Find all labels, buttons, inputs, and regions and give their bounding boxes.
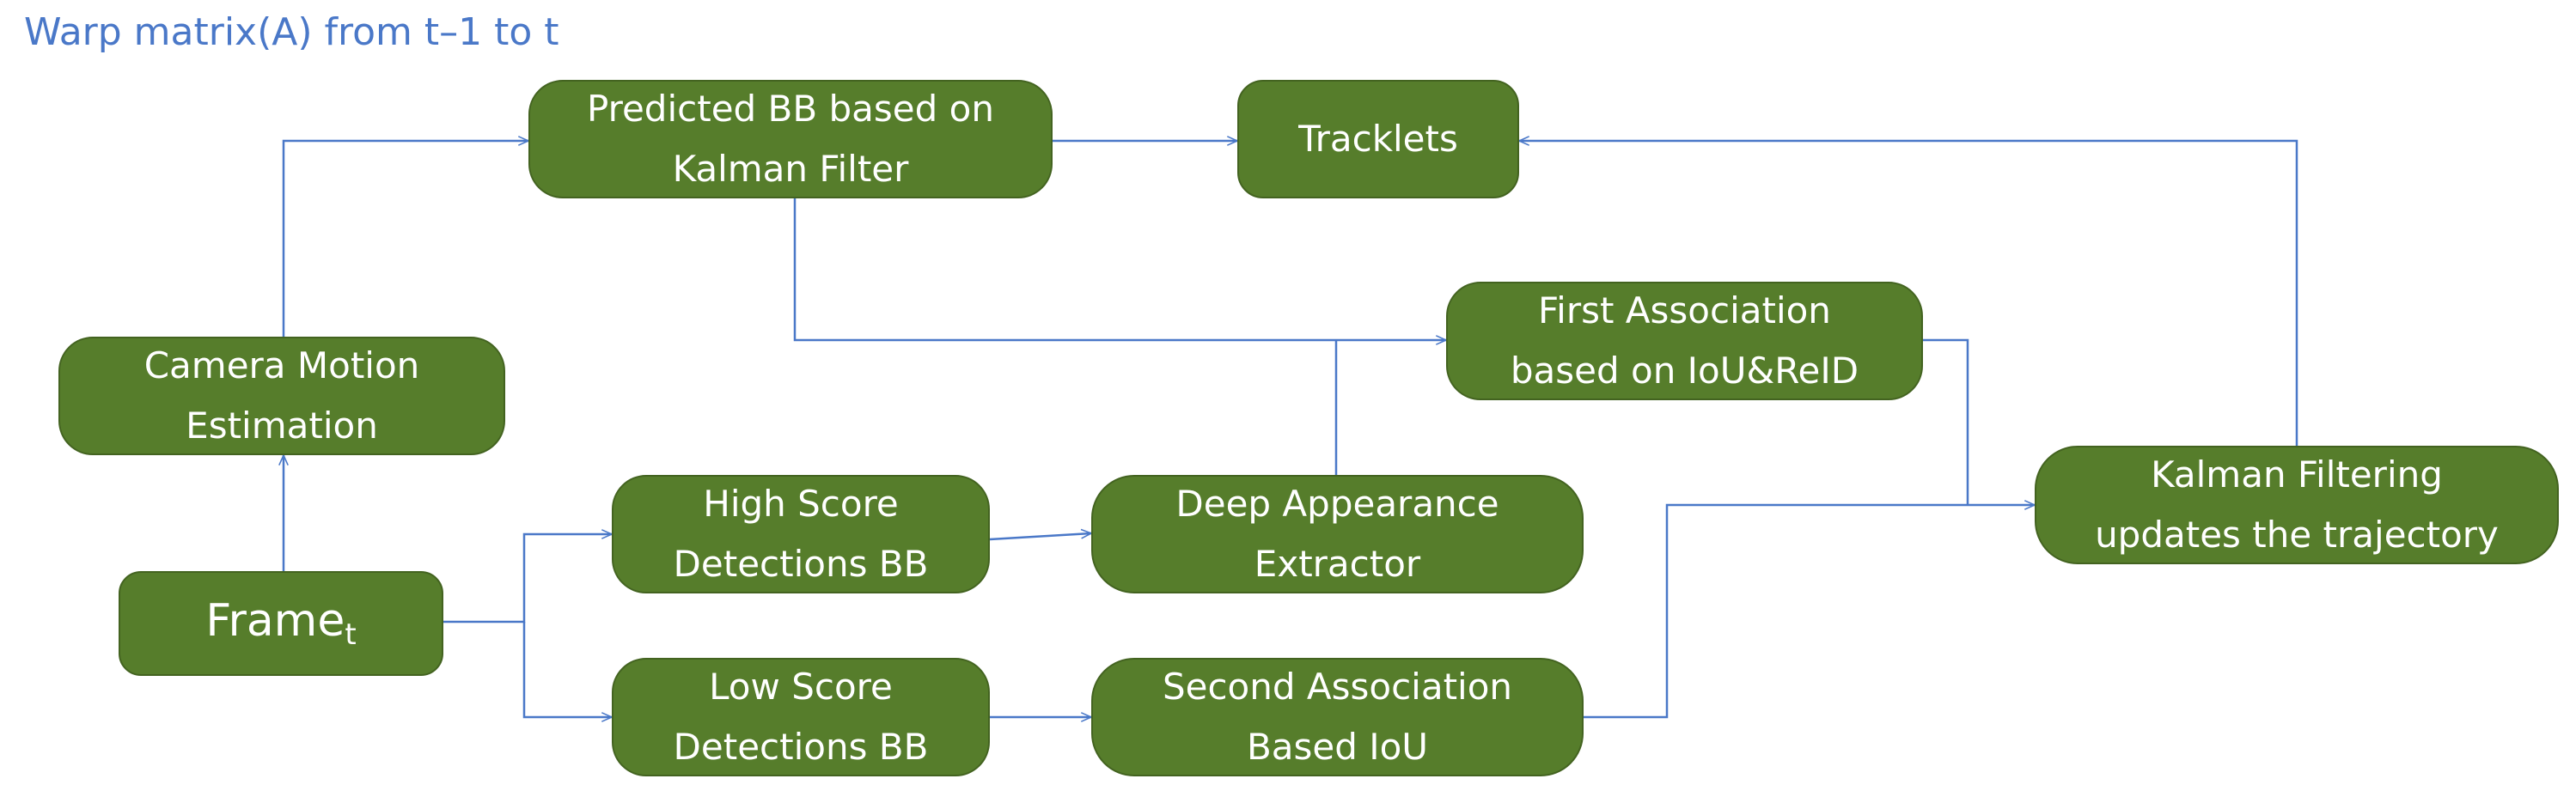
arrow-frame-to-high-score <box>443 534 612 624</box>
arrow-high-score-to-deep-appearance <box>989 533 1091 541</box>
line-first-association-to-kalman <box>1923 338 1969 505</box>
first-association-node: First Association based on IoU&ReID <box>1446 282 1923 400</box>
deep-appearance-extractor-node: Deep Appearance Extractor <box>1091 475 1584 593</box>
camera-motion-estimation-node: Camera Motion Estimation <box>58 337 505 455</box>
node-label: Tracklets <box>1298 118 1458 160</box>
arrow-frame-to-low-score <box>522 622 612 717</box>
node-label: Detections BB <box>673 726 929 768</box>
high-score-detections-node: High Score Detections BB <box>612 475 990 593</box>
node-label: Estimation <box>186 405 378 447</box>
tracklets-node: Tracklets <box>1237 80 1519 198</box>
node-label: Extractor <box>1254 543 1421 585</box>
node-label: Low Score <box>709 666 893 708</box>
node-label: Deep Appearance <box>1175 483 1499 525</box>
arrow-second-association-to-kalman <box>1584 505 2035 719</box>
node-label: Detections BB <box>673 543 929 585</box>
node-label: Second Association <box>1162 666 1513 708</box>
diagram-caption: Warp matrix(A) from t–1 to t <box>24 10 559 54</box>
frame-node: Framet <box>119 571 443 676</box>
node-label: updates the trajectory <box>2095 514 2499 556</box>
low-score-detections-node: Low Score Detections BB <box>612 658 990 776</box>
node-label: Kalman Filtering <box>2151 453 2443 496</box>
node-label: Camera Motion <box>143 344 420 386</box>
arrow-kalman-to-tracklets <box>1519 141 2298 446</box>
predicted-bb-kalman-node: Predicted BB based on Kalman Filter <box>528 80 1053 198</box>
kalman-filtering-node: Kalman Filtering updates the trajectory <box>2035 446 2559 564</box>
arrow-predicted-to-first-association <box>793 198 1446 340</box>
node-label: Predicted BB based on <box>587 88 994 130</box>
node-label: based on IoU&ReID <box>1510 350 1859 392</box>
node-label: Kalman Filter <box>672 148 909 190</box>
second-association-node: Second Association Based IoU <box>1091 658 1584 776</box>
frame-subscript: t <box>345 617 357 652</box>
node-label: High Score <box>703 483 899 525</box>
node-label: Based IoU <box>1246 726 1429 768</box>
arrow-camera-to-predicted <box>282 141 528 337</box>
frame-label: Frame <box>205 595 345 647</box>
node-label: First Association <box>1538 289 1831 332</box>
